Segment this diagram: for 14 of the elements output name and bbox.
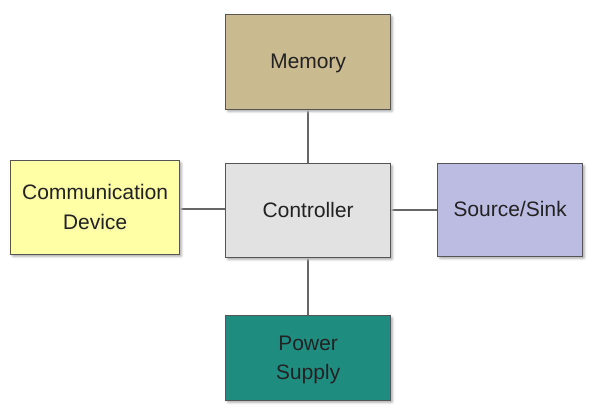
- block-label: Communication Device: [21, 180, 169, 236]
- connector-line: [307, 110, 309, 163]
- connector-line: [307, 258, 309, 315]
- block-box: [225, 14, 391, 110]
- connector-line: [180, 208, 225, 210]
- block-box: [225, 163, 391, 258]
- block-box: [10, 160, 180, 255]
- block-label: Controller: [261, 198, 355, 224]
- block-label: Power Supply: [274, 330, 342, 386]
- block-box: [225, 315, 391, 401]
- block-label: Source/Sink: [452, 197, 568, 224]
- block-label: Memory: [269, 49, 347, 76]
- connector-line: [391, 209, 437, 211]
- block-box: [437, 163, 583, 257]
